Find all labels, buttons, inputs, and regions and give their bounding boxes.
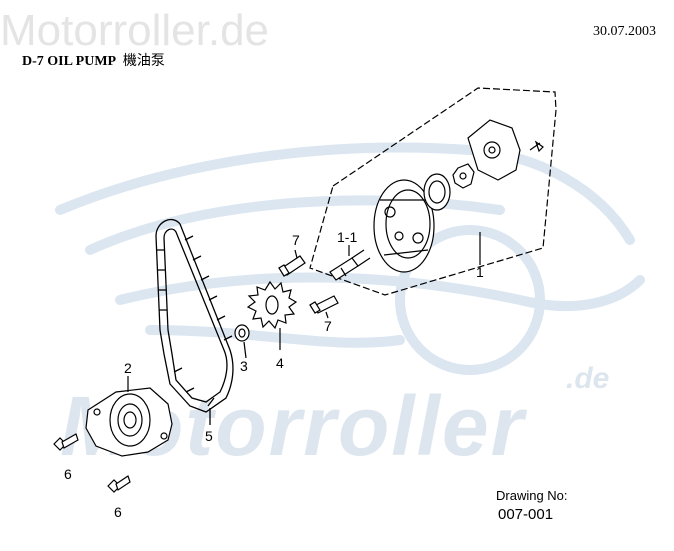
- drive-chain-5: [155, 219, 234, 425]
- drawing-number: 007-001: [498, 506, 554, 523]
- page-title: D-7 OIL PUMP 機油泵: [22, 50, 165, 70]
- bolt-7-upper: [278, 249, 306, 277]
- callout-1: 1: [476, 264, 484, 280]
- bolt-7-lower: [309, 295, 339, 319]
- callout-5: 5: [205, 428, 213, 444]
- watermark-domain: .de: [566, 362, 610, 395]
- callout-3: 3: [240, 358, 248, 374]
- callout-1-1: 1-1: [337, 229, 358, 245]
- oil-pump-assembly: [309, 87, 557, 296]
- bolt-6-lower: [107, 475, 131, 493]
- inner-rotor: [452, 163, 475, 189]
- pump-cover: [467, 119, 521, 181]
- drawing-number-label: Drawing No:: [496, 488, 568, 503]
- callout-2: 2: [124, 360, 132, 376]
- bearing-housing-2: [85, 376, 173, 457]
- outer-rotor: [423, 173, 451, 211]
- pump-bolt-1-1: [329, 249, 371, 281]
- cover-screw: [529, 140, 544, 153]
- watermark-top: Motorroller.de: [0, 6, 270, 55]
- washer-3: [234, 324, 250, 359]
- bolt-6-upper: [53, 433, 79, 451]
- callout-7-lower: 7: [324, 318, 332, 334]
- callout-6-lower: 6: [114, 504, 122, 520]
- title-cn: 機油泵: [122, 54, 165, 69]
- callout-4: 4: [276, 355, 284, 371]
- assembly-box: [309, 87, 557, 296]
- document-date: 30.07.2003: [593, 24, 656, 39]
- scooter-watermark: [55, 142, 645, 375]
- pump-body: [373, 179, 435, 273]
- callout-7-upper: 7: [292, 232, 300, 248]
- title-en: D-7 OIL PUMP: [22, 54, 116, 69]
- callout-6-upper: 6: [64, 466, 72, 482]
- sprocket-4: [246, 280, 298, 350]
